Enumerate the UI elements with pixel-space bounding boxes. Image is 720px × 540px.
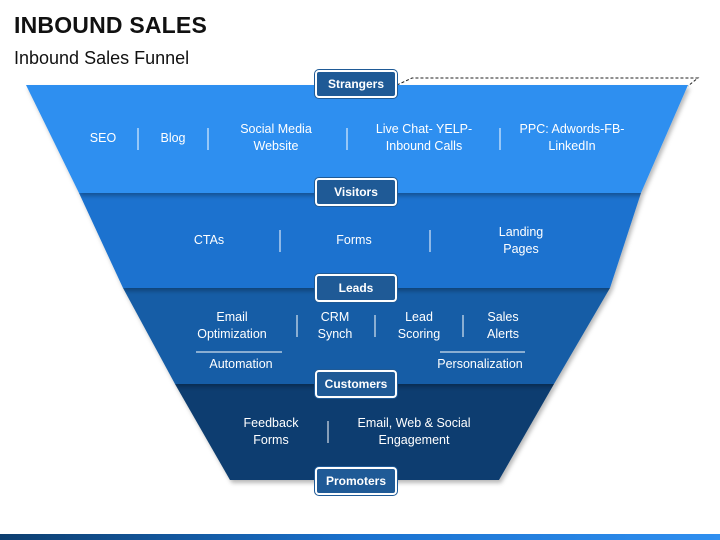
page-subtitle: Inbound Sales Funnel bbox=[14, 48, 190, 68]
item-social-media-website: Social Media Website bbox=[240, 122, 312, 153]
funnel-band-visitors bbox=[79, 193, 641, 288]
item-live-chat: Live Chat- YELP- Inbound Calls bbox=[375, 122, 473, 153]
stage-pill-visitors: Visitors bbox=[315, 178, 397, 206]
item-crm-synch: CRM Synch bbox=[317, 310, 353, 341]
item-seo: SEO bbox=[89, 131, 117, 145]
item-ppc: PPC: Adwords-FB- LinkedIn bbox=[519, 122, 625, 153]
item-personalization: Personalization bbox=[437, 357, 523, 371]
stage-pill-strangers: Strangers bbox=[315, 70, 397, 98]
item-sales-alerts: Sales Alerts bbox=[487, 310, 519, 341]
item-lead-scoring: Lead Scoring bbox=[397, 310, 441, 341]
item-blog: Blog bbox=[160, 131, 186, 145]
stage-pill-leads: Leads bbox=[315, 274, 397, 302]
item-email-optimization: Email Optimization bbox=[197, 310, 267, 341]
stage-pill-customers: Customers bbox=[315, 370, 397, 398]
item-ctas: CTAs bbox=[193, 233, 225, 247]
funnel-band-customers bbox=[175, 384, 554, 480]
item-forms: Forms bbox=[336, 233, 372, 247]
funnel-band-leads bbox=[123, 288, 610, 384]
item-landing-pages: Landing Pages bbox=[498, 225, 544, 256]
stage-pill-promoters: Promoters bbox=[315, 467, 397, 495]
page-title: INBOUND SALES bbox=[14, 12, 208, 38]
funnel-band-strangers bbox=[26, 85, 688, 193]
item-feedback-forms: Feedback Forms bbox=[243, 416, 299, 447]
dashed-outline bbox=[396, 77, 700, 87]
item-engagement: Email, Web & Social Engagement bbox=[357, 416, 471, 447]
bottom-accent-bar bbox=[0, 534, 720, 540]
item-automation: Automation bbox=[209, 357, 273, 371]
